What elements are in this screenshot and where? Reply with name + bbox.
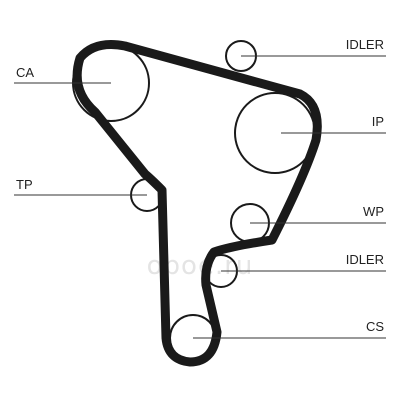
cs-label: CS <box>366 319 384 334</box>
ip-label: IP <box>372 114 384 129</box>
idler-bottom-label: IDLER <box>346 252 384 267</box>
wp-label: WP <box>363 204 384 219</box>
idler-top-label: IDLER <box>346 37 384 52</box>
ca-label: CA <box>16 65 34 80</box>
tp-label: TP <box>16 177 33 192</box>
